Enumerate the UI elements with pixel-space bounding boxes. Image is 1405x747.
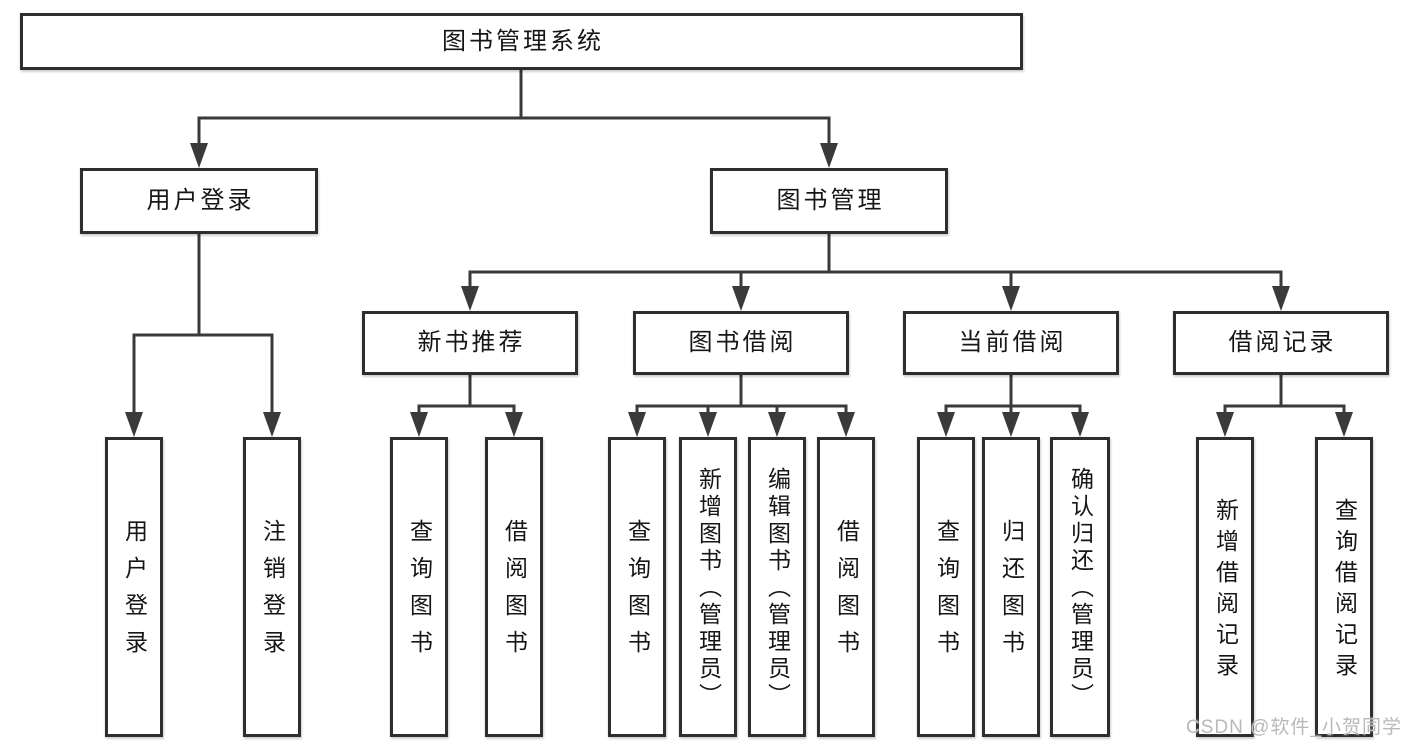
node-current-borrow: 当前借阅 bbox=[903, 311, 1119, 375]
node-new-book-recommend-label: 新书推荐 bbox=[417, 329, 526, 356]
leaf-query-books-current: 查询图书 bbox=[917, 437, 975, 737]
leaf-edit-book-admin-label: 编辑图书（管理员） bbox=[764, 467, 791, 710]
leaf-borrow-books-borrow: 借阅图书 bbox=[817, 437, 875, 737]
leaf-borrow-books-recommend-label: 借阅图书 bbox=[501, 519, 528, 667]
node-library-system: 图书管理系统 bbox=[20, 13, 1023, 70]
leaf-return-books-label: 归还图书 bbox=[998, 519, 1025, 667]
leaf-add-borrow-record-label: 新增借阅记录 bbox=[1212, 497, 1239, 684]
node-borrow-records: 借阅记录 bbox=[1173, 311, 1389, 375]
node-user-login: 用户登录 bbox=[80, 168, 318, 234]
leaf-query-books-borrow-label: 查询图书 bbox=[624, 519, 651, 667]
node-new-book-recommend: 新书推荐 bbox=[362, 311, 578, 375]
node-borrow-records-label: 借阅记录 bbox=[1228, 329, 1337, 356]
leaf-query-books-current-label: 查询图书 bbox=[933, 519, 960, 667]
node-book-borrow-label: 图书借阅 bbox=[688, 329, 797, 356]
leaf-query-books-recommend: 查询图书 bbox=[390, 437, 448, 737]
node-book-management-label: 图书管理 bbox=[776, 187, 885, 214]
leaf-query-books-borrow: 查询图书 bbox=[608, 437, 666, 737]
leaf-confirm-return-admin-label: 确认归还（管理员） bbox=[1067, 467, 1094, 710]
leaf-query-books-recommend-label: 查询图书 bbox=[406, 519, 433, 667]
leaf-edit-book-admin: 编辑图书（管理员） bbox=[748, 437, 806, 737]
leaf-logout-login: 注销登录 bbox=[243, 437, 301, 737]
leaf-query-borrow-record-label: 查询借阅记录 bbox=[1331, 497, 1358, 684]
csdn-watermark: CSDN @软件_小贺同学 bbox=[1186, 717, 1402, 738]
leaf-borrow-books-recommend: 借阅图书 bbox=[485, 437, 543, 737]
leaf-borrow-books-borrow-label: 借阅图书 bbox=[833, 519, 860, 667]
leaf-query-borrow-record: 查询借阅记录 bbox=[1315, 437, 1373, 737]
leaf-return-books: 归还图书 bbox=[982, 437, 1040, 737]
node-book-borrow: 图书借阅 bbox=[633, 311, 849, 375]
leaf-confirm-return-admin: 确认归还（管理员） bbox=[1050, 437, 1110, 737]
leaf-user-login-label: 用户登录 bbox=[121, 519, 148, 667]
leaf-logout-login-label: 注销登录 bbox=[259, 519, 286, 667]
leaf-user-login: 用户登录 bbox=[105, 437, 163, 737]
node-user-login-label: 用户登录 bbox=[146, 187, 255, 214]
leaf-add-book-admin: 新增图书（管理员） bbox=[679, 437, 737, 737]
node-current-borrow-label: 当前借阅 bbox=[958, 329, 1067, 356]
node-library-system-label: 图书管理系统 bbox=[442, 27, 604, 55]
node-book-management: 图书管理 bbox=[710, 168, 948, 234]
leaf-add-borrow-record: 新增借阅记录 bbox=[1196, 437, 1254, 737]
leaf-add-book-admin-label: 新增图书（管理员） bbox=[695, 467, 722, 710]
